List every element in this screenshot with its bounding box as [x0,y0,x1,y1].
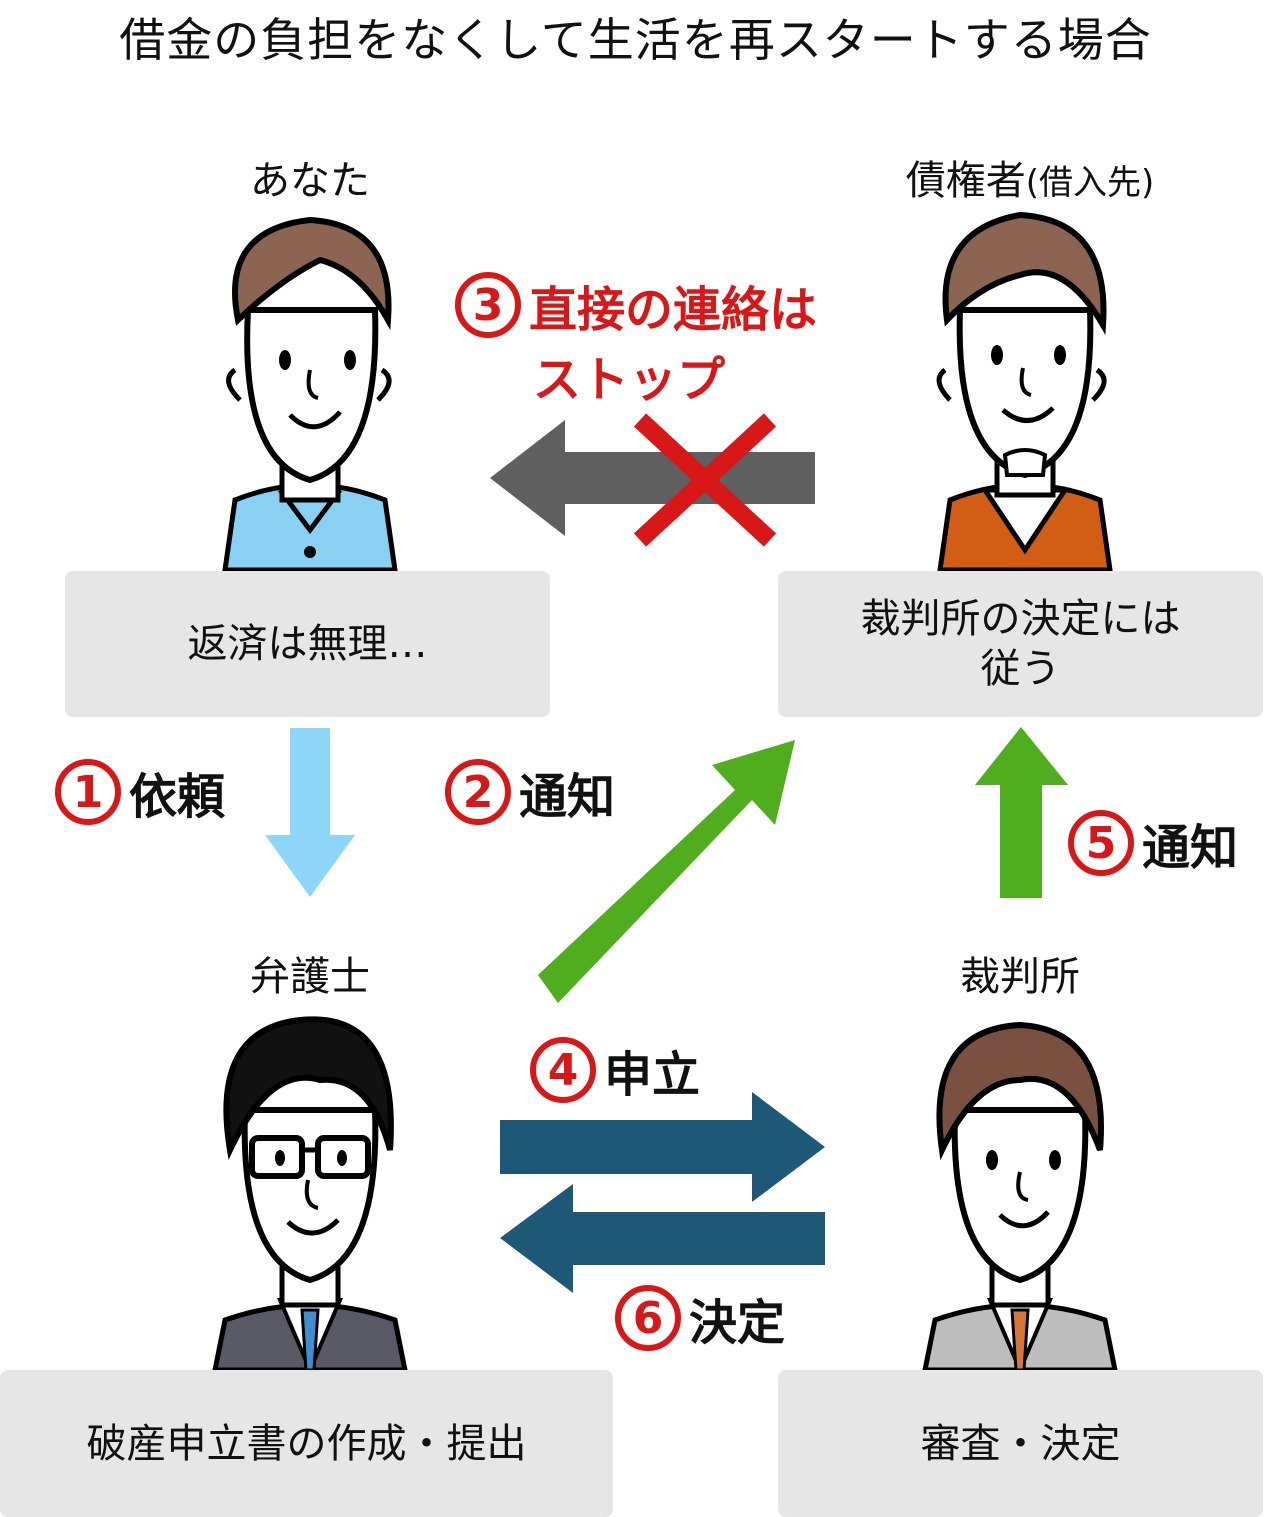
step-3-line1: 直接の連絡は [529,282,818,338]
step-4-number: 4 [530,1037,596,1103]
step-1: 1 依頼 [55,757,225,827]
creditor-status-line1: 裁判所の決定には [860,596,1181,642]
label-creditor-sub: (借入先) [1025,163,1155,203]
label-creditor-main: 債権者 [905,158,1026,204]
lawyer-task-text: 破産申立書の作成・提出 [86,1420,527,1467]
arrow-notice-creditor [538,740,795,1003]
you-avatar [222,216,398,573]
arrow-notice-court [975,727,1068,898]
court-task-box: 審査・決定 [778,1370,1263,1517]
creditor-status-box: 裁判所の決定には 従う [778,571,1263,717]
arrow-petition [500,1092,825,1202]
page-title: 借金の負担をなくして生活を再スタートする場合 [119,13,1152,67]
step-6: 6 決定 [615,1283,785,1353]
step-2: 2 通知 [445,757,615,827]
creditor-status-line2: 従う [980,646,1061,692]
step-6-number: 6 [615,1285,681,1351]
step-1-label: 依頼 [129,769,226,825]
court-avatar [921,1021,1119,1376]
you-status-box: 返済は無理… [65,571,550,717]
creditor-avatar [936,211,1113,573]
step-3: 3 直接の連絡は ストップ [455,270,817,410]
arrow-contact-blocked [490,420,815,536]
arrow-request [265,728,355,897]
step-2-label: 通知 [519,769,616,825]
label-court: 裁判所 [960,954,1080,1000]
step-5-label: 通知 [1142,820,1239,876]
step-5: 5 通知 [1068,808,1238,878]
step-2-number: 2 [445,759,511,825]
step-4: 4 申立 [530,1035,700,1105]
arrow-decision [500,1184,825,1293]
label-creditor: 債権者(借入先) [860,148,1200,206]
step-3-line2: ストップ [533,352,726,408]
stop-x-icon [633,413,777,547]
lawyer-task-box: 破産申立書の作成・提出 [0,1370,613,1517]
step-6-label: 決定 [689,1295,786,1351]
label-lawyer: 弁護士 [250,954,370,1000]
step-3-number: 3 [455,272,521,338]
you-status-text: 返済は無理… [187,621,428,667]
step-1-number: 1 [55,759,121,825]
step-5-number: 5 [1068,810,1134,876]
court-task-text: 審査・決定 [920,1420,1121,1467]
label-you: あなた [250,158,370,204]
step-4-label: 申立 [604,1047,701,1103]
lawyer-avatar [211,1016,409,1376]
